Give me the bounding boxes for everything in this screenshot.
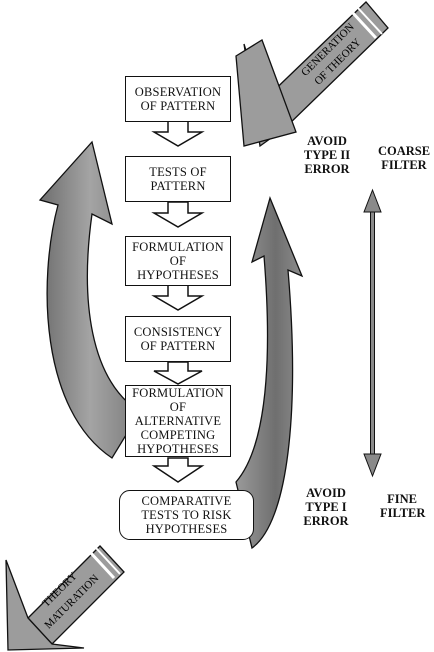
down-arrow-4 [153,361,203,385]
step-consistency-of-pattern: CONSISTENCY OF PATTERN [125,316,231,362]
filter-scale-arrow [363,188,382,478]
right-cycle-arrow [235,196,304,550]
avoid-type-ii-error-label: AVOID TYPE II ERROR [303,134,351,176]
step-formulation-of-hypotheses: FORMULATION OF HYPOTHESES [125,236,231,286]
avoid-type-i-error-label: AVOID TYPE I ERROR [303,486,349,528]
step-observation-of-pattern: OBSERVATION OF PATTERN [125,76,231,122]
maturation-arrow: THEORY MATURATION [5,545,125,651]
step-formulation-of-alternative-hypotheses: FORMULATION OF ALTERNATIVE COMPETING HYP… [125,385,231,457]
step-comparative-tests: COMPARATIVE TESTS TO RISK HYPOTHESES [119,490,254,540]
down-arrow-2 [151,201,205,228]
step-tests-of-pattern: TESTS OF PATTERN [125,156,231,202]
generation-arrow: GENERATION OF THEORY [235,1,389,148]
fine-filter-label: FINE FILTER [380,492,426,520]
down-arrow-5 [151,457,205,483]
coarse-filter-label: COARSE FILTER [377,144,431,172]
down-arrows [151,120,205,483]
down-arrow-1 [151,120,205,147]
down-arrow-3 [151,284,205,311]
left-cycle-arrow [38,140,141,459]
